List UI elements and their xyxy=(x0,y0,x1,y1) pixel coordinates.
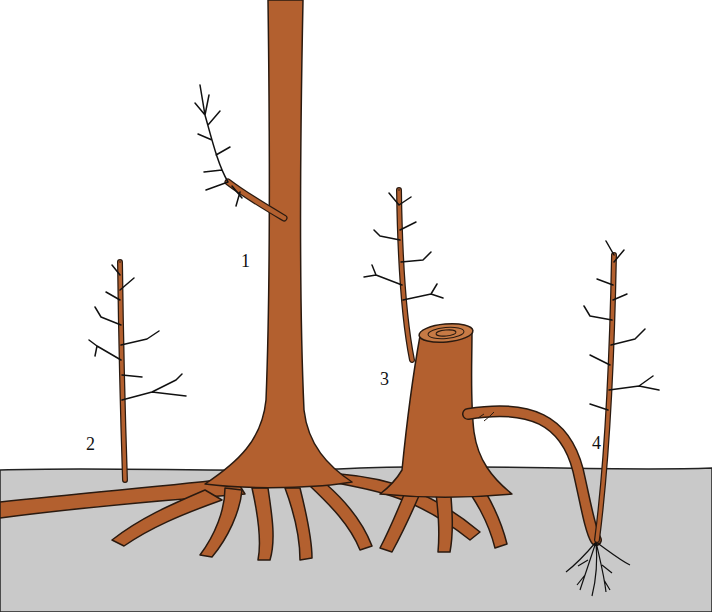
stump xyxy=(380,330,512,497)
root xyxy=(468,411,596,540)
root xyxy=(285,488,312,560)
root xyxy=(112,490,222,546)
root xyxy=(200,488,242,557)
root xyxy=(252,488,273,560)
twigs xyxy=(89,85,659,410)
root xyxy=(310,484,372,550)
shoot xyxy=(597,255,614,540)
callout-number: 2 xyxy=(86,435,95,453)
callout-number: 1 xyxy=(241,252,250,270)
callout-number: 4 xyxy=(592,434,601,452)
callout-number: 3 xyxy=(380,370,389,388)
shoot xyxy=(228,182,284,218)
tree-trunk xyxy=(205,0,352,488)
shoot xyxy=(399,190,412,360)
shoot xyxy=(120,262,125,480)
fibrous-roots xyxy=(566,542,630,596)
stump-top xyxy=(418,322,473,345)
